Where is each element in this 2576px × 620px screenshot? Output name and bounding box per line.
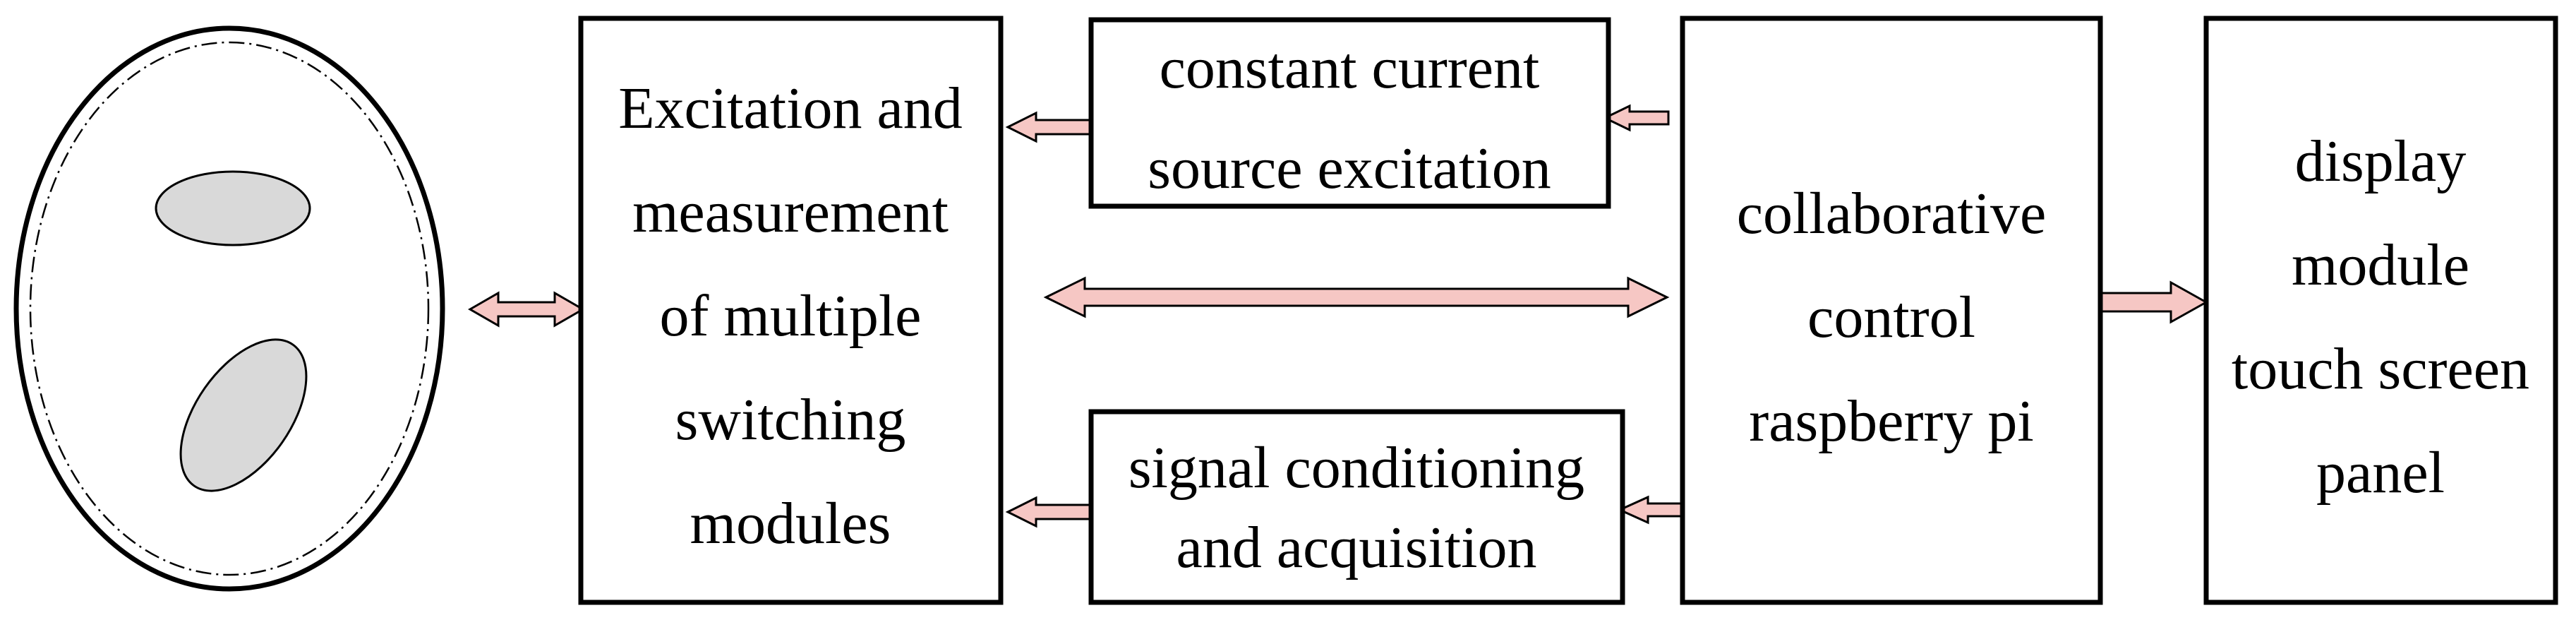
display-module-line-2: module [2292,232,2469,298]
control-to-display-arrow [2099,280,2209,324]
display-module-block: display module touch screen panel [2203,16,2558,605]
control-to-signal-conditioning-arrow [1617,495,1684,525]
display-module-line-3: touch screen [2232,336,2529,402]
collaborative-control-line-1: collaborative [1737,181,2046,246]
phantom-outer-boundary [13,25,445,592]
excitation-measurement-line-4: switching [675,387,906,453]
collaborative-control-block: collaborative control raspberry pi [1680,16,2103,605]
excitation-control-bidirectional-arrow [1043,276,1670,318]
collaborative-control-line-3: raspberry pi [1749,388,2034,454]
excitation-measurement-line-5: modules [690,491,891,556]
display-module-line-1: display [2295,129,2467,194]
phantom-inner-dashed-boundary [29,41,430,576]
collaborative-control-line-2: control [1807,285,1975,350]
control-to-constant-current-arrow [1602,104,1670,132]
constant-current-block: constant current source excitation [1088,17,1611,209]
constant-current-box [1088,17,1611,209]
display-module-line-4: panel [2316,440,2445,506]
signal-conditioning-box [1088,409,1625,605]
excitation-measurement-block: Excitation and measurement of multiple s… [578,16,1004,605]
constant-current-line-1: constant current [1160,35,1540,101]
signal-conditioning-to-excitation-arrow [1005,496,1093,528]
signal-conditioning-line-2: and acquisition [1176,515,1537,580]
excitation-measurement-line-2: measurement [632,179,949,245]
phantom-inclusion-lower [179,338,308,492]
display-module-box [2203,16,2558,605]
collaborative-control-box [1680,16,2103,605]
signal-conditioning-block: signal conditioning and acquisition [1088,409,1625,605]
signal-conditioning-line-1: signal conditioning [1128,435,1584,501]
phantom-excitation-bidirectional-arrow [467,291,586,328]
constant-current-to-excitation-arrow [1005,111,1093,143]
excitation-measurement-line-3: of multiple [660,283,922,349]
excitation-measurement-box [578,16,1004,605]
sensing-phantom [13,25,445,592]
constant-current-line-2: source excitation [1148,136,1551,201]
excitation-measurement-line-1: Excitation and [618,76,963,141]
phantom-inclusion-upper [155,170,311,246]
